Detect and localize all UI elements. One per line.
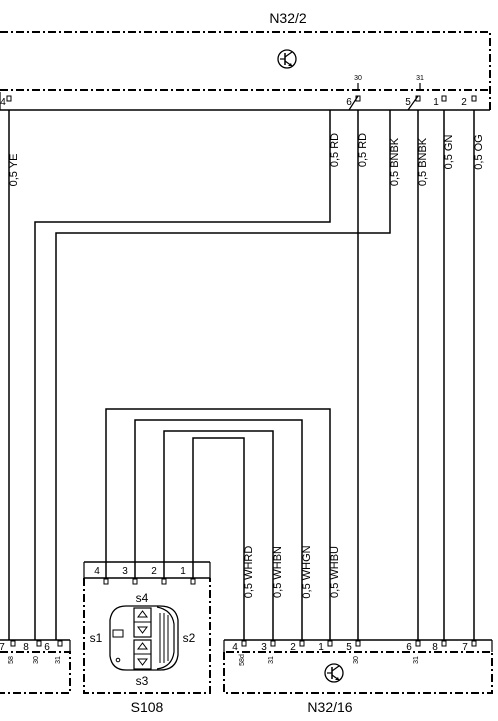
window-switch-icon xyxy=(109,605,179,671)
n32-16-label: N32/16 xyxy=(307,699,352,715)
pin-socket xyxy=(36,640,42,647)
s108-label: S108 xyxy=(131,699,164,715)
wire-bnbk-1 xyxy=(55,110,391,640)
wire-label-bnbk-1: 0,5 BNBK xyxy=(389,137,401,186)
pin-socket xyxy=(441,95,447,102)
pin-socket xyxy=(241,640,247,647)
s108-pin-4: 4 xyxy=(94,566,100,577)
top-connector: 4 6 5 1 2 30 31 xyxy=(0,75,490,111)
pin-socket xyxy=(6,95,12,102)
pin-socket xyxy=(132,578,138,585)
wire-label-whbn: 0,5 WHBN xyxy=(272,546,284,598)
n32-16-pin-8: 8 xyxy=(432,642,438,653)
n32-2-housing xyxy=(0,31,491,110)
left-terminal-31: 31 xyxy=(55,656,62,664)
transistor-symbol-top xyxy=(277,49,297,69)
pin-socket xyxy=(299,640,305,647)
n32-16-module: 4 3 2 1 5 6 8 7 58d 31 30 31 N32/16 xyxy=(223,639,493,715)
transistor-symbol-bottom xyxy=(324,663,344,683)
n32-16-terminal-31a: 31 xyxy=(268,656,275,664)
switch-wires: 0,5 WHRD 0,5 WHBN 0,5 WHGN 0,5 WHBU xyxy=(105,408,341,640)
pin-socket xyxy=(103,578,109,585)
pin-socket xyxy=(57,640,63,647)
left-module: 7 8 6 58 30 31 xyxy=(0,639,71,694)
top-wires: 0,5 YE 0,5 RD 0,5 RD 0,5 BNBK 0,5 BNBK 0… xyxy=(8,110,485,640)
top-terminal-30: 30 xyxy=(354,75,362,82)
pin-socket xyxy=(270,640,276,647)
n32-16-terminal-31b: 31 xyxy=(413,656,420,664)
pin-socket xyxy=(441,640,447,647)
pin-socket xyxy=(161,578,167,585)
s108-pin-1: 1 xyxy=(180,566,186,577)
left-terminal-58: 58 xyxy=(8,656,15,664)
left-pin-6: 6 xyxy=(44,642,50,653)
wire-label-rd-2: 0,5 RD xyxy=(357,133,369,167)
switch-label-s2: s2 xyxy=(183,631,196,645)
top-terminal-31: 31 xyxy=(416,75,424,82)
pin-socket xyxy=(355,640,361,647)
left-terminal-30: 30 xyxy=(33,656,40,664)
top-pin-6: 6 xyxy=(346,97,352,108)
wire-whbn xyxy=(163,430,274,640)
pin-socket xyxy=(471,95,477,102)
n32-16-pin-2: 2 xyxy=(290,642,296,653)
wire-whgn xyxy=(134,419,303,640)
s108-pin-3: 3 xyxy=(122,566,128,577)
wire-whbu xyxy=(105,408,331,640)
wire-rd-1 xyxy=(34,110,331,640)
left-module-housing xyxy=(0,651,71,694)
jumper-30 xyxy=(348,95,359,111)
wire-label-ye: 0,5 YE xyxy=(8,154,20,187)
top-pin-5: 5 xyxy=(405,97,411,108)
pin-socket xyxy=(327,640,333,647)
left-pin-8: 8 xyxy=(23,642,29,653)
switch-label-s3: s3 xyxy=(136,674,149,688)
n32-16-housing xyxy=(223,651,493,694)
wire-label-gn: 0,5 GN xyxy=(443,135,455,170)
n32-16-pin-4: 4 xyxy=(232,642,238,653)
wire-label-whgn: 0,5 WHGN xyxy=(301,545,313,598)
n32-16-pin-6: 6 xyxy=(406,642,412,653)
wire-whrd xyxy=(192,437,245,640)
switch-label-s1: s1 xyxy=(90,631,103,645)
n32-2-module: N32/2 xyxy=(0,10,491,110)
pin-socket xyxy=(471,640,477,647)
top-pin-1: 1 xyxy=(433,97,439,108)
n32-16-pin-7: 7 xyxy=(462,642,468,653)
n32-16-pin-1: 1 xyxy=(318,642,324,653)
s108-pin-2: 2 xyxy=(151,566,157,577)
wire-label-rd-1: 0,5 RD xyxy=(329,133,341,167)
n32-16-pin-5: 5 xyxy=(346,642,352,653)
pin-socket xyxy=(190,578,196,585)
wire-label-whrd: 0,5 WHRD xyxy=(243,546,255,599)
left-pin-7: 7 xyxy=(0,642,5,653)
wire-label-bnbk-2: 0,5 BNBK xyxy=(417,137,429,186)
n32-16-terminal-30: 30 xyxy=(353,656,360,664)
switch-label-s4: s4 xyxy=(136,591,149,605)
top-pin-2: 2 xyxy=(461,97,467,108)
n32-16-terminal-58d: 58d xyxy=(239,654,246,666)
pin-socket xyxy=(415,640,421,647)
top-pin-4: 4 xyxy=(0,97,6,108)
s108-module: 4 3 2 1 s4 s1 s2 s3 S108 xyxy=(83,561,211,715)
n32-2-label: N32/2 xyxy=(269,10,307,26)
wire-label-whbu: 0,5 WHBU xyxy=(329,546,341,598)
s108-housing xyxy=(83,578,211,694)
n32-16-pin-3: 3 xyxy=(261,642,267,653)
jumper-31 xyxy=(407,95,419,111)
pin-socket xyxy=(10,640,16,647)
wire-label-og: 0,5 OG xyxy=(473,134,485,169)
